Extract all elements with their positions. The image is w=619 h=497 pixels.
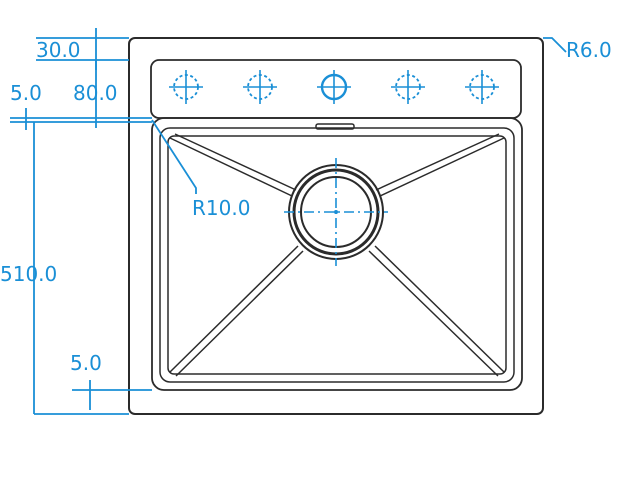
- dim-label-deck-depth: 80.0: [73, 81, 118, 105]
- tap-holes: [169, 70, 499, 104]
- crosshair-icon: [243, 70, 277, 104]
- dim-label-corner-radius: R6.0: [566, 38, 612, 62]
- dimension-lines: [10, 28, 567, 415]
- tap-hole-4: [391, 70, 425, 104]
- tap-hole-3: [317, 70, 351, 104]
- dim-label-bowl-length: 510.0: [0, 262, 57, 286]
- bowl-outer-outline: [151, 117, 523, 391]
- tap-hole-5: [465, 70, 499, 104]
- tap-hole-2: [243, 70, 277, 104]
- sink-outer-outline: [128, 37, 544, 415]
- dim-label-top-margin: 30.0: [36, 38, 81, 62]
- drain-center-point: [334, 210, 338, 214]
- crosshair-icon: [317, 70, 351, 104]
- overflow-slot: [315, 123, 355, 130]
- dim-label-edge-offset-top: 5.0: [10, 81, 42, 105]
- bowl-inner-outline: [159, 127, 515, 383]
- crosshair-icon: [465, 70, 499, 104]
- tap-hole-1: [169, 70, 203, 104]
- crosshair-icon: [169, 70, 203, 104]
- bowl-floor-outline: [167, 135, 507, 375]
- dim-label-edge-offset-bottom: 5.0: [70, 351, 102, 375]
- crosshair-icon: [391, 70, 425, 104]
- dim-label-bowl-corner-radius: R10.0: [192, 196, 250, 220]
- drain-slope-lines: [169, 133, 505, 377]
- tap-deck-panel: [150, 59, 522, 119]
- drain: [284, 158, 388, 266]
